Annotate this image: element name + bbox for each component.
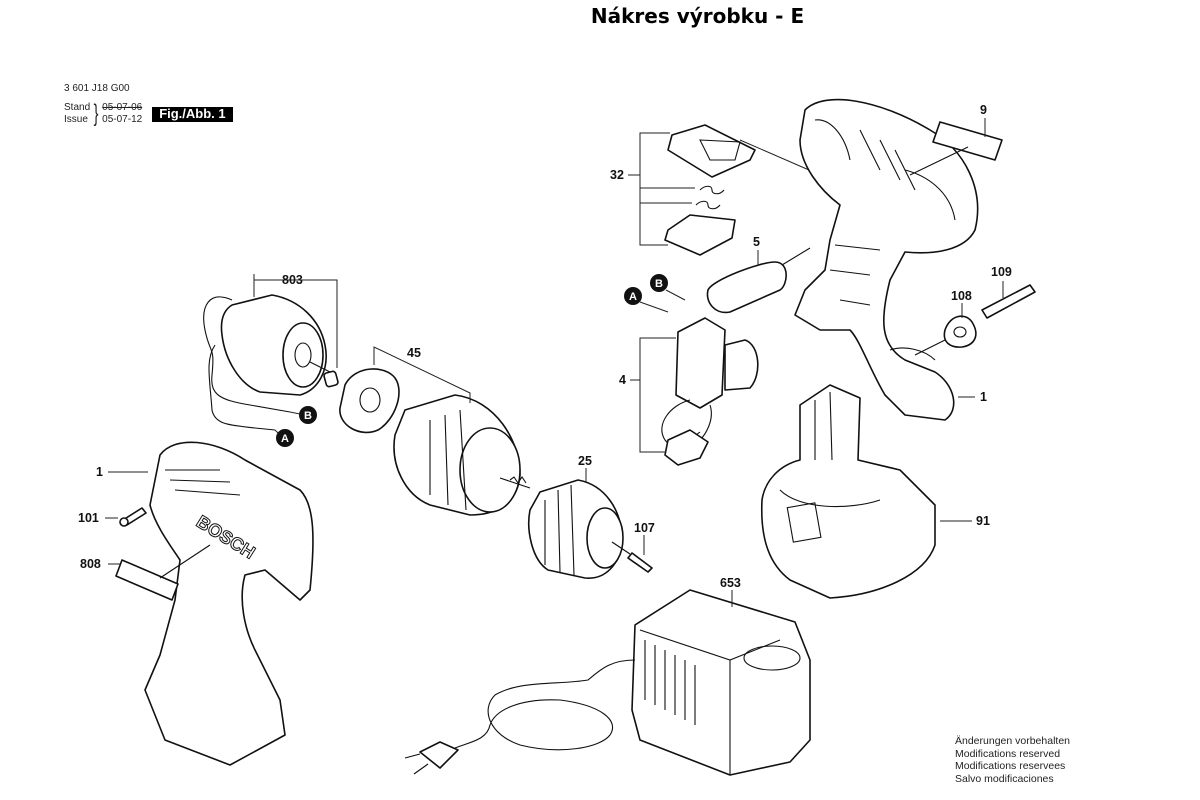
disclaimer-line: Salvo modificaciones <box>955 772 1054 785</box>
part-32-latch-set: 32 <box>610 124 856 256</box>
charger-plug <box>419 741 459 769</box>
latch-springs <box>695 185 725 210</box>
screw-107 <box>627 552 653 573</box>
issue-date: 05-07-12 <box>102 114 143 125</box>
part-107-screw: 107 <box>611 521 655 573</box>
part-number-32: 32 <box>610 168 624 182</box>
connector-b-motor: B <box>289 406 317 424</box>
part-code: 3 601 J18 G00 <box>64 83 130 94</box>
clip-108 <box>943 315 977 348</box>
part-number-107: 107 <box>634 521 655 535</box>
motor-wire-a <box>208 344 276 431</box>
bit-109 <box>981 284 1036 319</box>
leader-32 <box>639 132 670 246</box>
svg-text:B: B <box>304 410 312 422</box>
charger-cord <box>454 659 636 751</box>
switch-body <box>675 317 726 409</box>
part-number-9: 9 <box>980 103 987 117</box>
part-number-4: 4 <box>619 373 626 387</box>
part-45-gearbox: 45 <box>339 346 531 516</box>
part-number-803: 803 <box>282 273 303 287</box>
label-plate-9 <box>932 121 1003 161</box>
part-number-101: 101 <box>78 511 99 525</box>
disclaimer-line: Modifications reservees <box>955 760 1066 772</box>
leader-803 <box>253 279 338 368</box>
part-9-label: 9 <box>909 103 1003 176</box>
part-109-bit: 109 <box>981 265 1036 319</box>
gearbox-plate <box>339 368 400 434</box>
part-number-91: 91 <box>976 514 990 528</box>
battery-body <box>760 384 936 599</box>
part-5-switch-cover: 5 <box>706 235 811 314</box>
switch-cover-5 <box>706 261 787 314</box>
part-number-1-right: 1 <box>980 390 987 404</box>
svg-text:B: B <box>655 278 663 290</box>
housing-left-shell <box>144 441 314 766</box>
svg-text:A: A <box>281 433 289 445</box>
part-808-nameplate: 808 <box>80 544 211 601</box>
charger-socket <box>743 645 801 671</box>
part-25-chuck: 25 <box>528 454 624 579</box>
part-number-5: 5 <box>753 235 760 249</box>
part-number-1-left: 1 <box>96 465 103 479</box>
part-number-108: 108 <box>951 289 972 303</box>
part-number-25: 25 <box>578 454 592 468</box>
connector-a-switch: A <box>624 287 669 313</box>
stand-date: 05-07-06 <box>102 102 143 113</box>
motor-end-cap <box>282 322 324 388</box>
disclaimer-line: Änderungen vorbehalten <box>955 735 1071 747</box>
part-653-charger: 653 <box>404 576 811 776</box>
stand-label: Stand <box>64 102 91 113</box>
leader-4 <box>639 337 676 453</box>
switch-connector <box>664 429 709 466</box>
part-number-109: 109 <box>991 265 1012 279</box>
gearbox-face <box>459 427 521 513</box>
svg-text:A: A <box>629 291 637 303</box>
part-803-motor: 803 <box>203 273 339 431</box>
part-number-653: 653 <box>720 576 741 590</box>
disclaimer: Änderungen vorbehalten Modifications res… <box>955 735 1070 785</box>
part-4-switch: 4 <box>619 317 759 466</box>
part-number-808: 808 <box>80 557 101 571</box>
leader-45 <box>373 346 471 403</box>
part-108-clip: 108 <box>914 289 977 356</box>
page-title: Nákres výrobku - E <box>590 4 805 28</box>
latch-button <box>664 214 736 256</box>
part-91-battery: 91 <box>760 384 990 599</box>
disclaimer-line: Modifications reserved <box>955 747 1061 760</box>
charger-body <box>631 589 811 776</box>
part-number-45: 45 <box>407 346 421 360</box>
figure-badge: Fig./Abb. 1 <box>152 106 233 122</box>
part-101-screw: 101 <box>78 507 147 527</box>
part-1-housing-left: BOSCH 1 <box>96 441 314 766</box>
connector-a-motor: A <box>274 429 294 447</box>
battery-grip <box>786 502 822 543</box>
switch-trigger <box>724 339 759 391</box>
document-meta: 3 601 J18 G00 Stand Issue } 05-07-06 05-… <box>64 83 233 126</box>
latch-cover <box>667 124 756 178</box>
issue-label: Issue <box>64 114 88 125</box>
brace-icon: } <box>93 100 99 127</box>
connector-b-switch: B <box>650 274 686 301</box>
nameplate-808 <box>115 559 179 601</box>
motor-pinion <box>323 370 339 388</box>
